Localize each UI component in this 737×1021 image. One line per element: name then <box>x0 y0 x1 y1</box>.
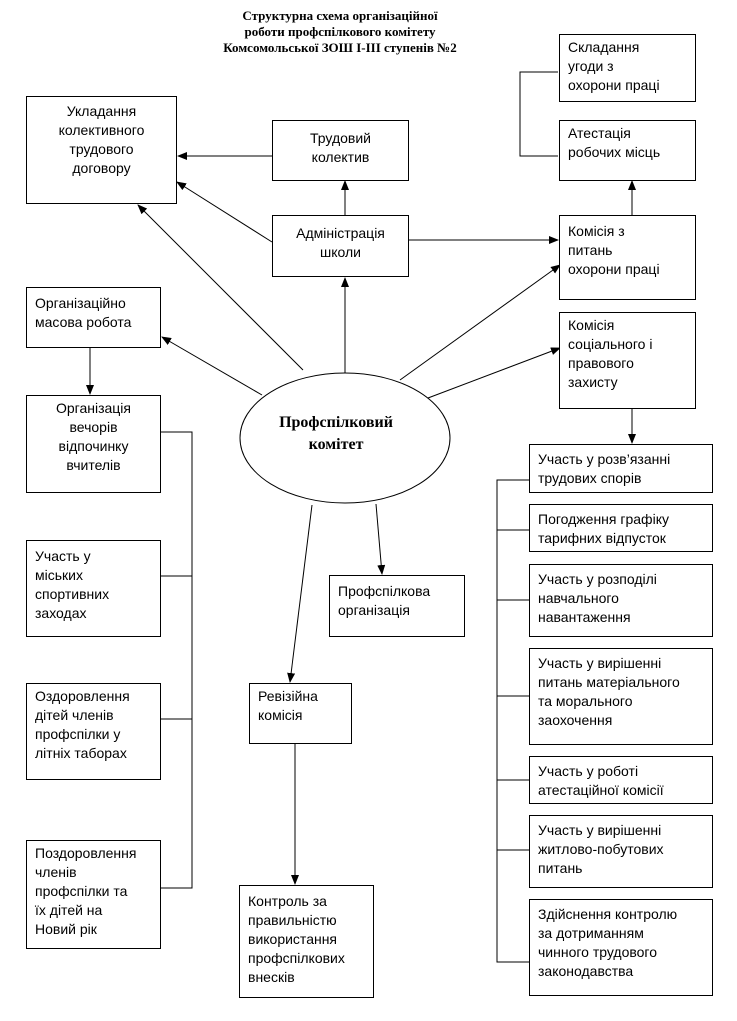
node-collective-agreement: Укладання колективного трудового договор… <box>26 96 177 204</box>
node-school-administration: Адміністрація школи <box>272 215 409 277</box>
node-org-mass-work: Організаційно масова робота <box>26 287 161 348</box>
node-dues-control: Контроль за правильністю використання пр… <box>239 885 374 998</box>
node-new-year-greetings: Поздоровлення членів профспілки та їх ді… <box>26 840 161 949</box>
title-line-1: Структурна схема організаційної <box>242 8 438 23</box>
node-attestation-commission: Участь у роботі атестаційної комісії <box>529 756 713 804</box>
bracket-left <box>161 431 193 889</box>
node-union-organization: Профспілкова організація <box>329 575 465 637</box>
diagram-title: Структурна схема організаційної роботи п… <box>160 8 520 56</box>
node-vacation-schedule: Погодження графіку тарифних відпусток <box>529 504 713 552</box>
node-incentives: Участь у вирішенні питань матеріального … <box>529 648 713 745</box>
connector-certification-to-agreement <box>519 71 558 157</box>
node-labor-disputes: Участь у розв’язанні трудових спорів <box>529 444 713 493</box>
node-audit-commission: Ревізійна комісія <box>249 683 352 744</box>
node-housing-issues: Участь у вирішенні житлово-побутових пит… <box>529 815 713 888</box>
node-social-legal-commission: Комісія соціального і правового захисту <box>559 312 696 409</box>
node-labor-law-control: Здійснення контролю за дотриманням чинно… <box>529 899 713 996</box>
title-line-3: Комсомольської ЗОШ І-ІІІ ступенів №2 <box>223 40 457 55</box>
arrow-committee-to-social-commission <box>427 347 561 399</box>
node-labor-safety-agreement: Складання угоди з охорони праці <box>559 34 696 102</box>
bracket-right <box>496 479 529 963</box>
arrow-committee-to-safety-commission <box>399 264 561 381</box>
node-workplace-certification: Атестація робочих місць <box>559 120 696 181</box>
arrow-committee-to-agreement <box>137 204 304 371</box>
arrow-administration-to-agreement <box>176 181 273 243</box>
trade-union-committee-label: Профспілковий комітет <box>279 414 393 453</box>
node-labor-collective: Трудовий колектив <box>272 120 409 181</box>
arrow-committee-to-orgmass <box>161 336 263 396</box>
node-workload-distribution: Участь у розподілі навчального навантаже… <box>529 564 713 637</box>
node-labor-safety-commission: Комісія з питань охорони праці <box>559 215 696 300</box>
arrow-committee-to-audit <box>287 504 313 683</box>
node-summer-camps: Оздоровлення дітей членів профспілки у л… <box>26 683 161 780</box>
node-city-sports-events: Участь у міських спортивних заходах <box>26 540 161 637</box>
arrow-committee-to-union-org <box>375 503 386 575</box>
title-line-2: роботи профспілкового комітету <box>244 24 436 39</box>
node-teacher-leisure-evenings: Організація вечорів відпочинку вчителів <box>26 395 161 493</box>
